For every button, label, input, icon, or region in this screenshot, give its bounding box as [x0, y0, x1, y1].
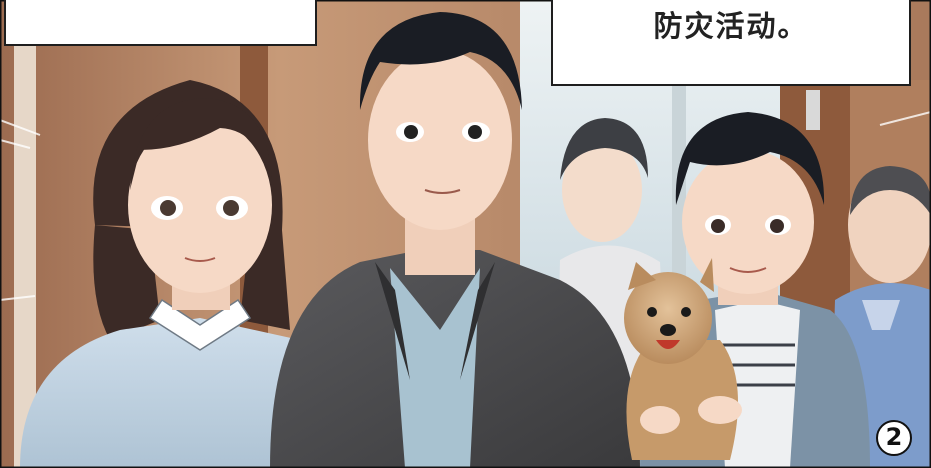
- speech-bubble-right: 防灾活动。: [551, 0, 911, 86]
- boy-hair: [675, 112, 825, 205]
- man-tshirt: [390, 268, 480, 468]
- woman-face: [128, 117, 272, 293]
- caption-text: 防灾活动。: [653, 9, 809, 43]
- woman-sweater: [20, 318, 346, 468]
- panel-number-badge: 2: [876, 420, 912, 456]
- woman-collar: [148, 298, 252, 351]
- man-character: [270, 12, 640, 468]
- boy-face: [682, 150, 814, 294]
- dog-puppy: [624, 258, 742, 460]
- man-face: [368, 50, 512, 230]
- man-hair: [359, 12, 522, 110]
- left-door-frame: [14, 20, 36, 468]
- woman-character: [20, 80, 346, 468]
- speech-bubble-left: [4, 0, 317, 46]
- dog-head: [624, 272, 712, 364]
